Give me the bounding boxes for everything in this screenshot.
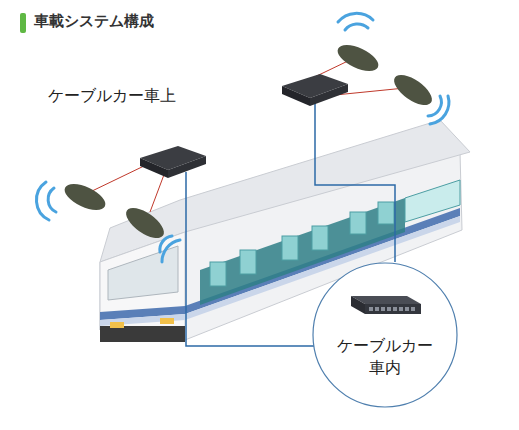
- antenna-cable: [90, 60, 405, 212]
- wifi-wave: [36, 13, 448, 262]
- callout-circle: ケーブルカー 車内: [312, 262, 458, 408]
- diagram-title: 車載システム構成: [34, 12, 154, 31]
- area-label: ケーブルカー車上: [48, 86, 176, 107]
- title-bar: [20, 13, 26, 33]
- cable-car: [100, 120, 470, 342]
- callout-outline: [312, 262, 458, 408]
- node-text-wrap: ケーブルカー 車内: [312, 262, 458, 378]
- antenna: [61, 40, 437, 244]
- node-text: ケーブルカー 車内: [329, 335, 441, 378]
- lan-cable: [186, 100, 395, 346]
